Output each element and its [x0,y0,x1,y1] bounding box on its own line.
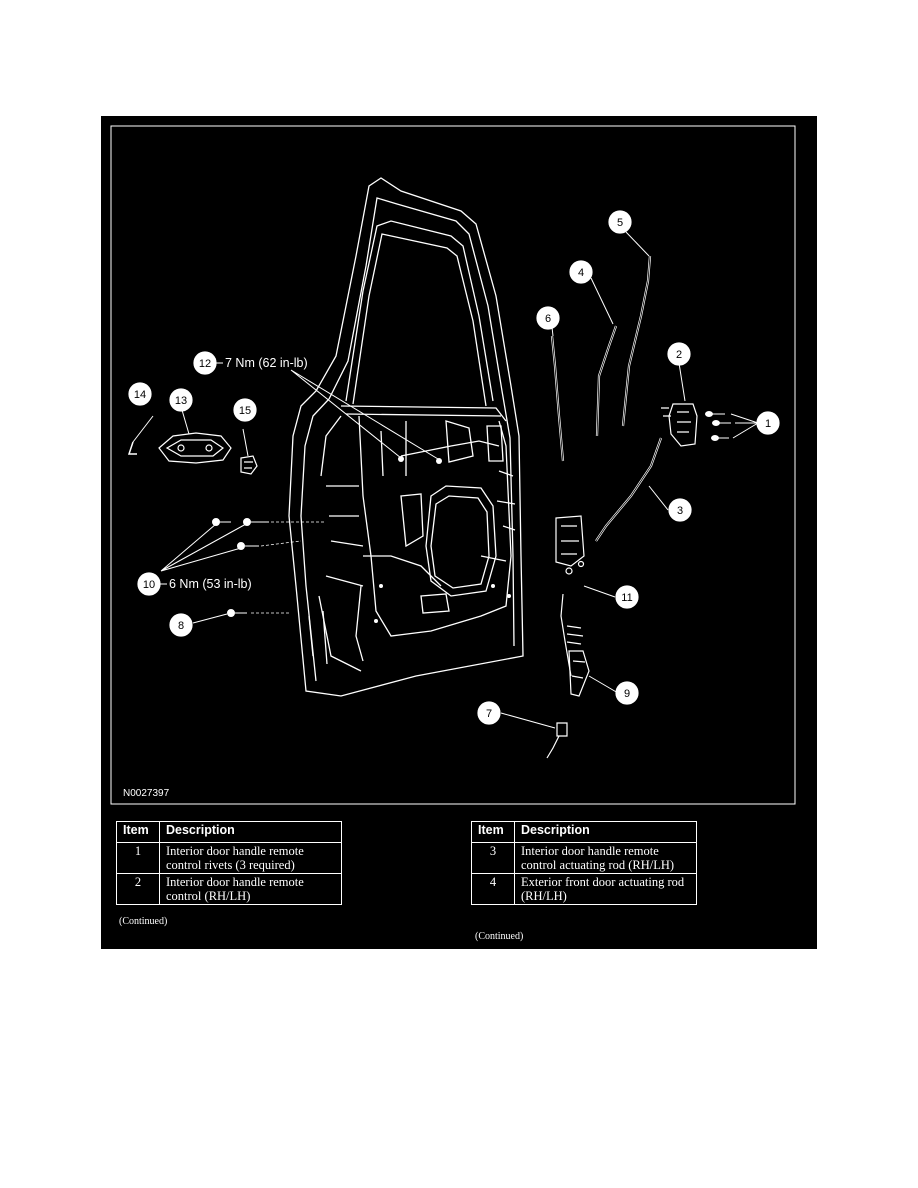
parts-table-right: Item Description 3 Interior door handle … [471,821,697,905]
door-shell [288,177,524,697]
item-description: Interior door handle remote control rive… [159,842,342,874]
header-description: Description [514,821,697,843]
table-row: 4 Exterior front door actuating rod (RH/… [471,873,697,905]
exploded-door-diagram: 1 2 3 4 5 6 7 8 9 10 11 12 13 14 15 7 Nm… [110,125,796,805]
header-item: Item [471,821,515,843]
table-header-row: Item Description [471,821,697,843]
item-description: Interior door handle remote control (RH/… [159,873,342,905]
part-7 [546,722,568,759]
bolts-10 [212,518,269,550]
callout-7: 7 [486,708,492,720]
lock-cylinder [560,593,590,697]
rivets [705,411,731,441]
continued-note-left: (Continued) [119,916,168,927]
item-number: 3 [471,842,515,874]
screw-8 [227,609,247,617]
rod-5 [621,255,652,427]
rod-4 [595,325,618,437]
item-description: Interior door handle remote control actu… [514,842,697,874]
callout-1: 1 [765,418,771,430]
callout-15: 15 [239,405,251,417]
item-description: Exterior front door actuating rod (RH/LH… [514,873,697,905]
torque-label-10: 6 Nm (53 in-lb) [169,577,252,591]
callout-3: 3 [677,505,683,517]
header-description: Description [159,821,342,843]
table-row: 1 Interior door handle remote control ri… [116,842,342,874]
exterior-handle [158,432,232,464]
parts-table-left: Item Description 1 Interior door handle … [116,821,342,905]
callout-12: 12 [199,358,211,370]
callout-14: 14 [134,389,146,401]
remote-control-part [661,403,698,447]
door-latch [555,515,585,575]
diagram-panel: 1 2 3 4 5 6 7 8 9 10 11 12 13 14 15 7 Nm… [101,116,817,949]
table-row: 2 Interior door handle remote control (R… [116,873,342,905]
part-15 [240,455,258,475]
callout-6: 6 [545,313,551,325]
callout-13: 13 [175,395,187,407]
callout-2: 2 [676,349,682,361]
callout-9: 9 [624,688,630,700]
continued-note-right: (Continued) [475,931,524,942]
item-number: 4 [471,873,515,905]
figure-id: N0027397 [123,788,170,799]
callout-5: 5 [617,217,623,229]
figure-frame [110,125,796,805]
table-header-row: Item Description [116,821,342,843]
table-row: 3 Interior door handle remote control ac… [471,842,697,874]
header-item: Item [116,821,160,843]
callout-circles [128,210,780,725]
item-number: 2 [116,873,160,905]
leader-lines [132,231,759,729]
item-number: 1 [116,842,160,874]
callout-10: 10 [143,579,155,591]
torque-label-12: 7 Nm (62 in-lb) [225,356,308,370]
callout-4: 4 [578,267,584,279]
callout-8: 8 [178,620,184,632]
part-14 [127,441,137,455]
door-holes [374,456,511,623]
callout-11: 11 [621,592,632,604]
